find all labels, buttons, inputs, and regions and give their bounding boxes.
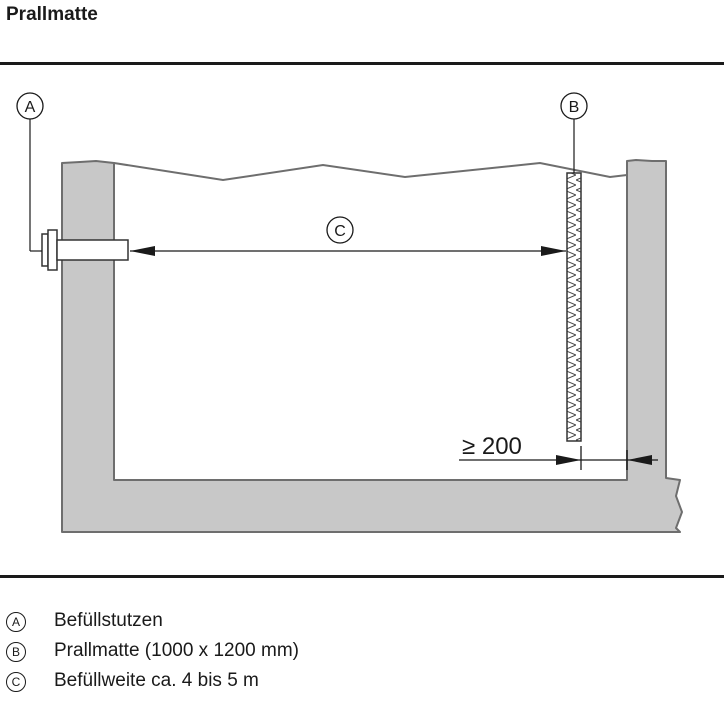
callout-b: B [560, 92, 588, 173]
legend-marker-a: A [6, 612, 26, 632]
callout-b-label: B [569, 99, 580, 116]
bottom-divider [0, 575, 724, 578]
dimension-200-line [459, 446, 658, 470]
room-wall-outline [61, 159, 683, 533]
legend-text-a: Befüllstutzen [54, 610, 163, 631]
top-divider [0, 62, 724, 65]
callout-c-label: C [334, 223, 346, 240]
dimension-200-label: ≥ 200 [462, 433, 522, 460]
callout-a: A [16, 92, 44, 252]
legend-marker-c: C [6, 672, 26, 692]
legend-text-c: Befüllweite ca. 4 bis 5 m [54, 670, 259, 691]
callout-c: C [326, 216, 354, 244]
page-title: Prallmatte [6, 4, 98, 25]
ceiling-break-line [113, 161, 628, 182]
filling-nozzle [41, 229, 129, 271]
callout-a-label: A [25, 99, 36, 116]
legend-text-b: Prallmatte (1000 x 1200 mm) [54, 640, 299, 661]
dimension-c-line [130, 246, 566, 256]
legend-marker-b: B [6, 642, 26, 662]
impact-mat [566, 172, 582, 442]
